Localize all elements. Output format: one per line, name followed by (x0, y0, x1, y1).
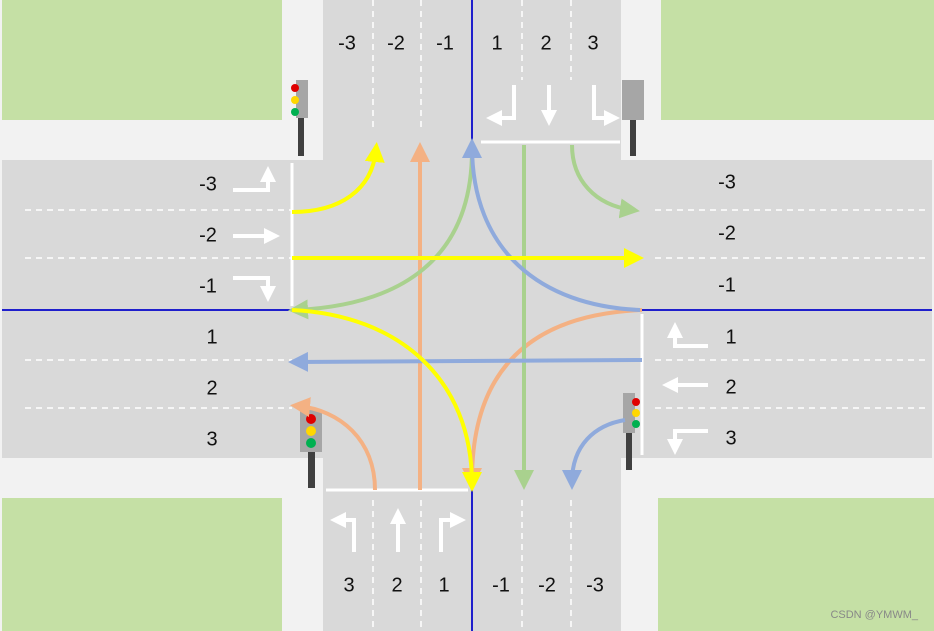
lane-label-west-1: -3 (199, 173, 217, 196)
lane-label-north-4: 1 (491, 32, 503, 55)
grass-se (658, 498, 934, 631)
path-north-right (570, 144, 640, 219)
grass-nw (2, 0, 282, 120)
lane-label-east-3: -1 (718, 274, 736, 297)
path-south-right (290, 397, 377, 491)
grass-ne (661, 0, 934, 120)
grass-sw (2, 498, 282, 631)
path-north-left (288, 149, 474, 320)
traffic-light-sw (300, 410, 322, 488)
lane-label-east-6: 3 (725, 427, 737, 450)
path-east-right (562, 418, 626, 490)
lane-label-north-1: -3 (338, 32, 356, 55)
lane-label-east-5: 2 (725, 376, 737, 399)
watermark: CSDN @YMWM_ (830, 609, 918, 621)
path-west-left (291, 142, 385, 214)
lane-label-west-5: 2 (206, 377, 218, 400)
lane-label-west-2: -2 (199, 224, 217, 247)
stop-lines (290, 140, 644, 492)
lane-label-north-6: 3 (587, 32, 599, 55)
lane-label-west-3: -1 (199, 275, 217, 298)
lane-label-south-6: -3 (586, 574, 604, 597)
lane-label-north-5: 2 (540, 32, 552, 55)
lane-label-south-3: 1 (438, 574, 450, 597)
lane-label-east-2: -2 (718, 222, 736, 245)
lane-label-south-5: -2 (538, 574, 556, 597)
movement-paths (288, 138, 644, 492)
traffic-light-ne (622, 80, 644, 156)
lane-label-south-4: -1 (492, 574, 510, 597)
lane-arrows (233, 85, 708, 552)
lane-label-east-4: 1 (725, 326, 737, 349)
lane-label-east-1: -3 (718, 171, 736, 194)
lane-label-north-2: -2 (387, 32, 405, 55)
path-west-right (291, 308, 482, 492)
lane-label-west-6: 3 (206, 428, 218, 451)
lane-dividers (25, 0, 925, 631)
lane-label-south-2: 2 (391, 574, 403, 597)
path-east-right-turn (462, 138, 641, 312)
path-east-straight (288, 351, 643, 372)
traffic-light-nw (291, 80, 308, 156)
lane-label-west-4: 1 (206, 326, 218, 349)
lane-label-south-1: 3 (343, 574, 355, 597)
lane-label-north-3: -1 (436, 32, 454, 55)
traffic-light-se (623, 393, 640, 470)
